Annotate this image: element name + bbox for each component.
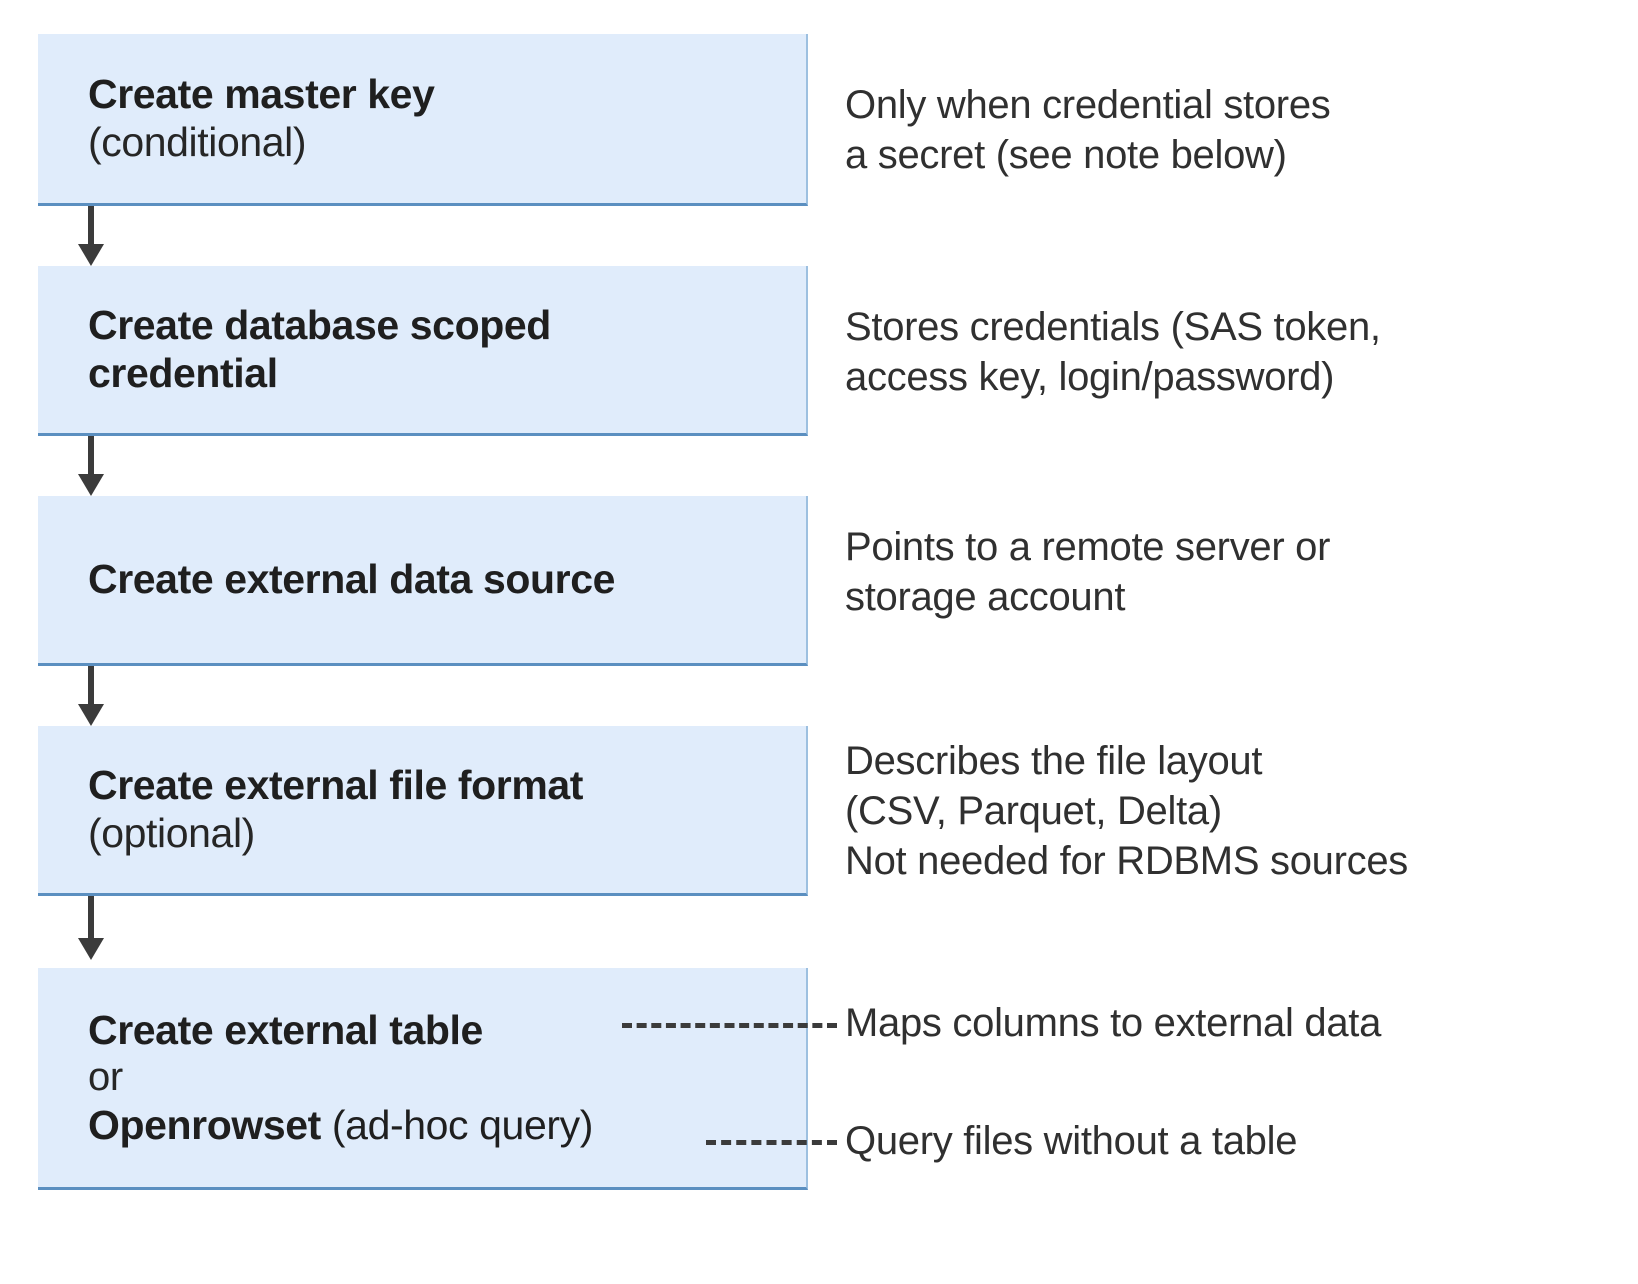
dashed-leader-option-a — [622, 1023, 837, 1028]
step-title: Create master key — [88, 70, 435, 117]
arrow-head-icon — [78, 474, 104, 496]
step-title: Create external file format — [88, 761, 584, 808]
arrow-head-icon — [78, 938, 104, 960]
arrow-connector-4 — [78, 896, 104, 960]
step-description-create-external-data-source: Points to a remote server or storage acc… — [845, 525, 1331, 619]
step-subtitle: (conditional) — [88, 118, 307, 165]
flow-step-create-external-data-source: Create external data source Points to a … — [0, 496, 1638, 666]
arrow-shaft-icon — [88, 436, 94, 474]
flow-step-create-database-scoped-credential: Create database scoped credential Stores… — [0, 266, 1638, 436]
flow-step-create-master-key: Create master key (conditional) Only whe… — [0, 34, 1638, 206]
option-b-suffix: (ad-hoc query) — [320, 1102, 593, 1149]
flow-step-create-external-table-or-openrowset: Create external table or Openrowset (ad-… — [0, 968, 1638, 1190]
step-box-create-master-key[interactable]: Create master key (conditional) — [38, 34, 808, 206]
arrow-connector-1 — [78, 206, 104, 266]
option-b-label: Openrowset (ad-hoc query) — [88, 1101, 792, 1149]
option-a-description: Maps columns to external data — [845, 1001, 1382, 1045]
step-box-create-external-table-or-openrowset[interactable]: Create external table or Openrowset (ad-… — [38, 968, 808, 1190]
arrow-connector-3 — [78, 666, 104, 726]
arrow-head-icon — [78, 244, 104, 266]
option-a-title: Create external table — [88, 1006, 483, 1053]
flow-step-create-external-file-format: Create external file format (optional) D… — [0, 726, 1638, 896]
option-a-label: Create external table — [88, 1006, 792, 1054]
step-box-create-external-file-format[interactable]: Create external file format (optional) — [38, 726, 808, 896]
step-box-create-database-scoped-credential[interactable]: Create database scoped credential — [38, 266, 808, 436]
step-title: Create external data source — [88, 555, 616, 602]
step-box-create-external-data-source[interactable]: Create external data source — [38, 496, 808, 666]
step-description-create-database-scoped-credential: Stores credentials (SAS token, access ke… — [845, 305, 1381, 399]
arrow-shaft-icon — [88, 896, 94, 938]
dashed-leader-option-b — [706, 1140, 837, 1145]
arrow-connector-2 — [78, 436, 104, 496]
step-description-create-master-key: Only when credential stores a secret (se… — [845, 83, 1331, 177]
arrow-shaft-icon — [88, 206, 94, 244]
step-title: Create database scoped credential — [88, 301, 551, 396]
step-description-create-external-file-format: Describes the file layout (CSV, Parquet,… — [845, 739, 1408, 883]
option-separator-label: or — [88, 1054, 123, 1099]
step-subtitle: (optional) — [88, 809, 255, 856]
option-b-title: Openrowset — [88, 1102, 321, 1149]
option-b-description: Query files without a table — [845, 1119, 1298, 1163]
arrow-head-icon — [78, 704, 104, 726]
arrow-shaft-icon — [88, 666, 94, 704]
